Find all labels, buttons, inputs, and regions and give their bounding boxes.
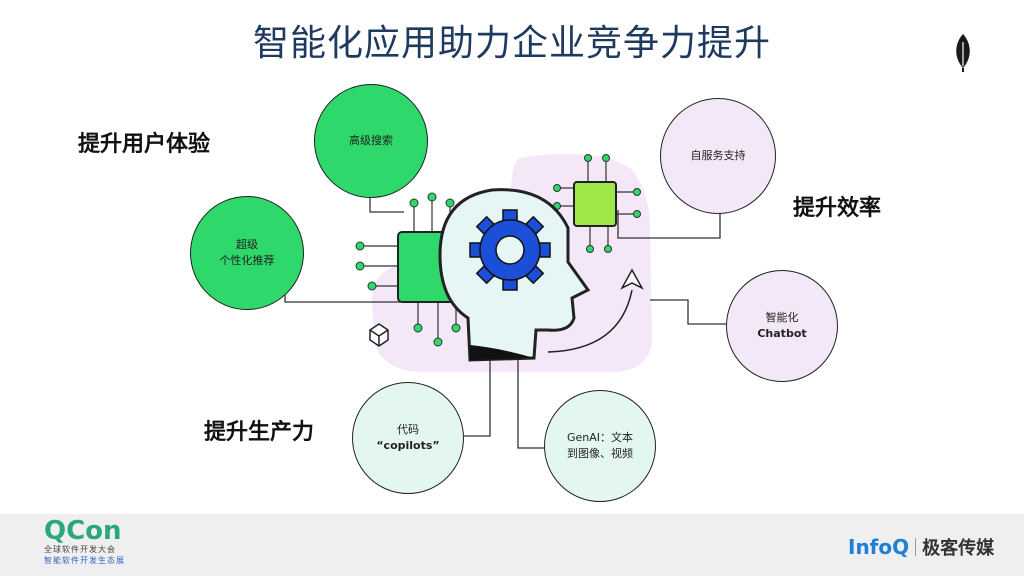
section-user-experience: 提升用户体验 [78,132,211,157]
node-code-copilots: 代码 “copilots” [352,382,464,494]
node-advanced-search: 高级搜索 [314,84,428,198]
leaf-icon [956,34,970,72]
connector-lines [284,165,728,449]
slide-title: 智能化应用助力企业竞争力提升 [252,23,771,64]
node-self-service: 自服务支持 [660,98,776,214]
footer-bar: QCon 全球软件开发大会 智能软件开发生态展 InfoQ 极客传媒 [0,514,1024,576]
gear-icon [469,209,551,291]
section-efficiency: 提升效率 [793,196,882,221]
section-productivity: 提升生产力 [204,420,315,445]
qcon-logo: QCon 全球软件开发大会 智能软件开发生态展 [44,516,125,565]
arrow-icon [547,268,644,353]
node-personalized-recommendation: 超级 个性化推荐 [190,196,304,310]
ai-illustration [284,154,728,449]
cube-icon [369,323,389,347]
node-genai: GenAI：文本 到图像、视频 [544,390,656,502]
infoq-logo: InfoQ 极客传媒 [848,535,995,559]
logo-divider [915,538,917,556]
chip-icon-right [553,154,641,253]
node-chatbot: 智能化 Chatbot [726,270,838,382]
